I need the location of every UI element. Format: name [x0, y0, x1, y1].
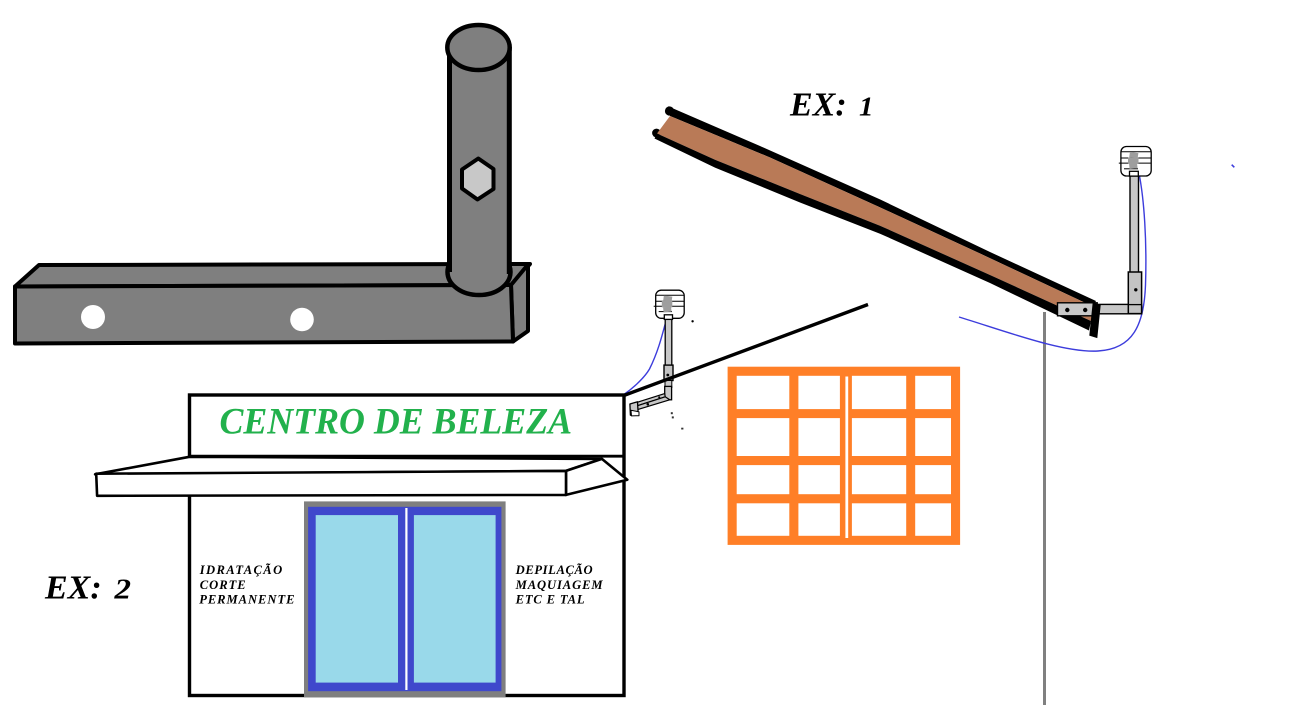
svg-text:2: 2 — [113, 575, 131, 606]
svg-text:IDRATAÇÃO: IDRATAÇÃO — [199, 563, 283, 577]
svg-text:EX:: EX: — [44, 570, 102, 607]
svg-text:CORTE: CORTE — [200, 578, 246, 592]
svg-text:1: 1 — [859, 91, 874, 122]
svg-text:ETC E TAL: ETC E TAL — [515, 593, 585, 607]
svg-text:CENTRO DE BELEZA: CENTRO DE BELEZA — [220, 402, 573, 443]
svg-text:DEPILAÇÃO: DEPILAÇÃO — [515, 563, 593, 577]
svg-text:MAQUIAGEM: MAQUIAGEM — [515, 578, 604, 592]
svg-text:EX:: EX: — [789, 87, 847, 124]
svg-text:PERMANENTE: PERMANENTE — [199, 593, 294, 607]
